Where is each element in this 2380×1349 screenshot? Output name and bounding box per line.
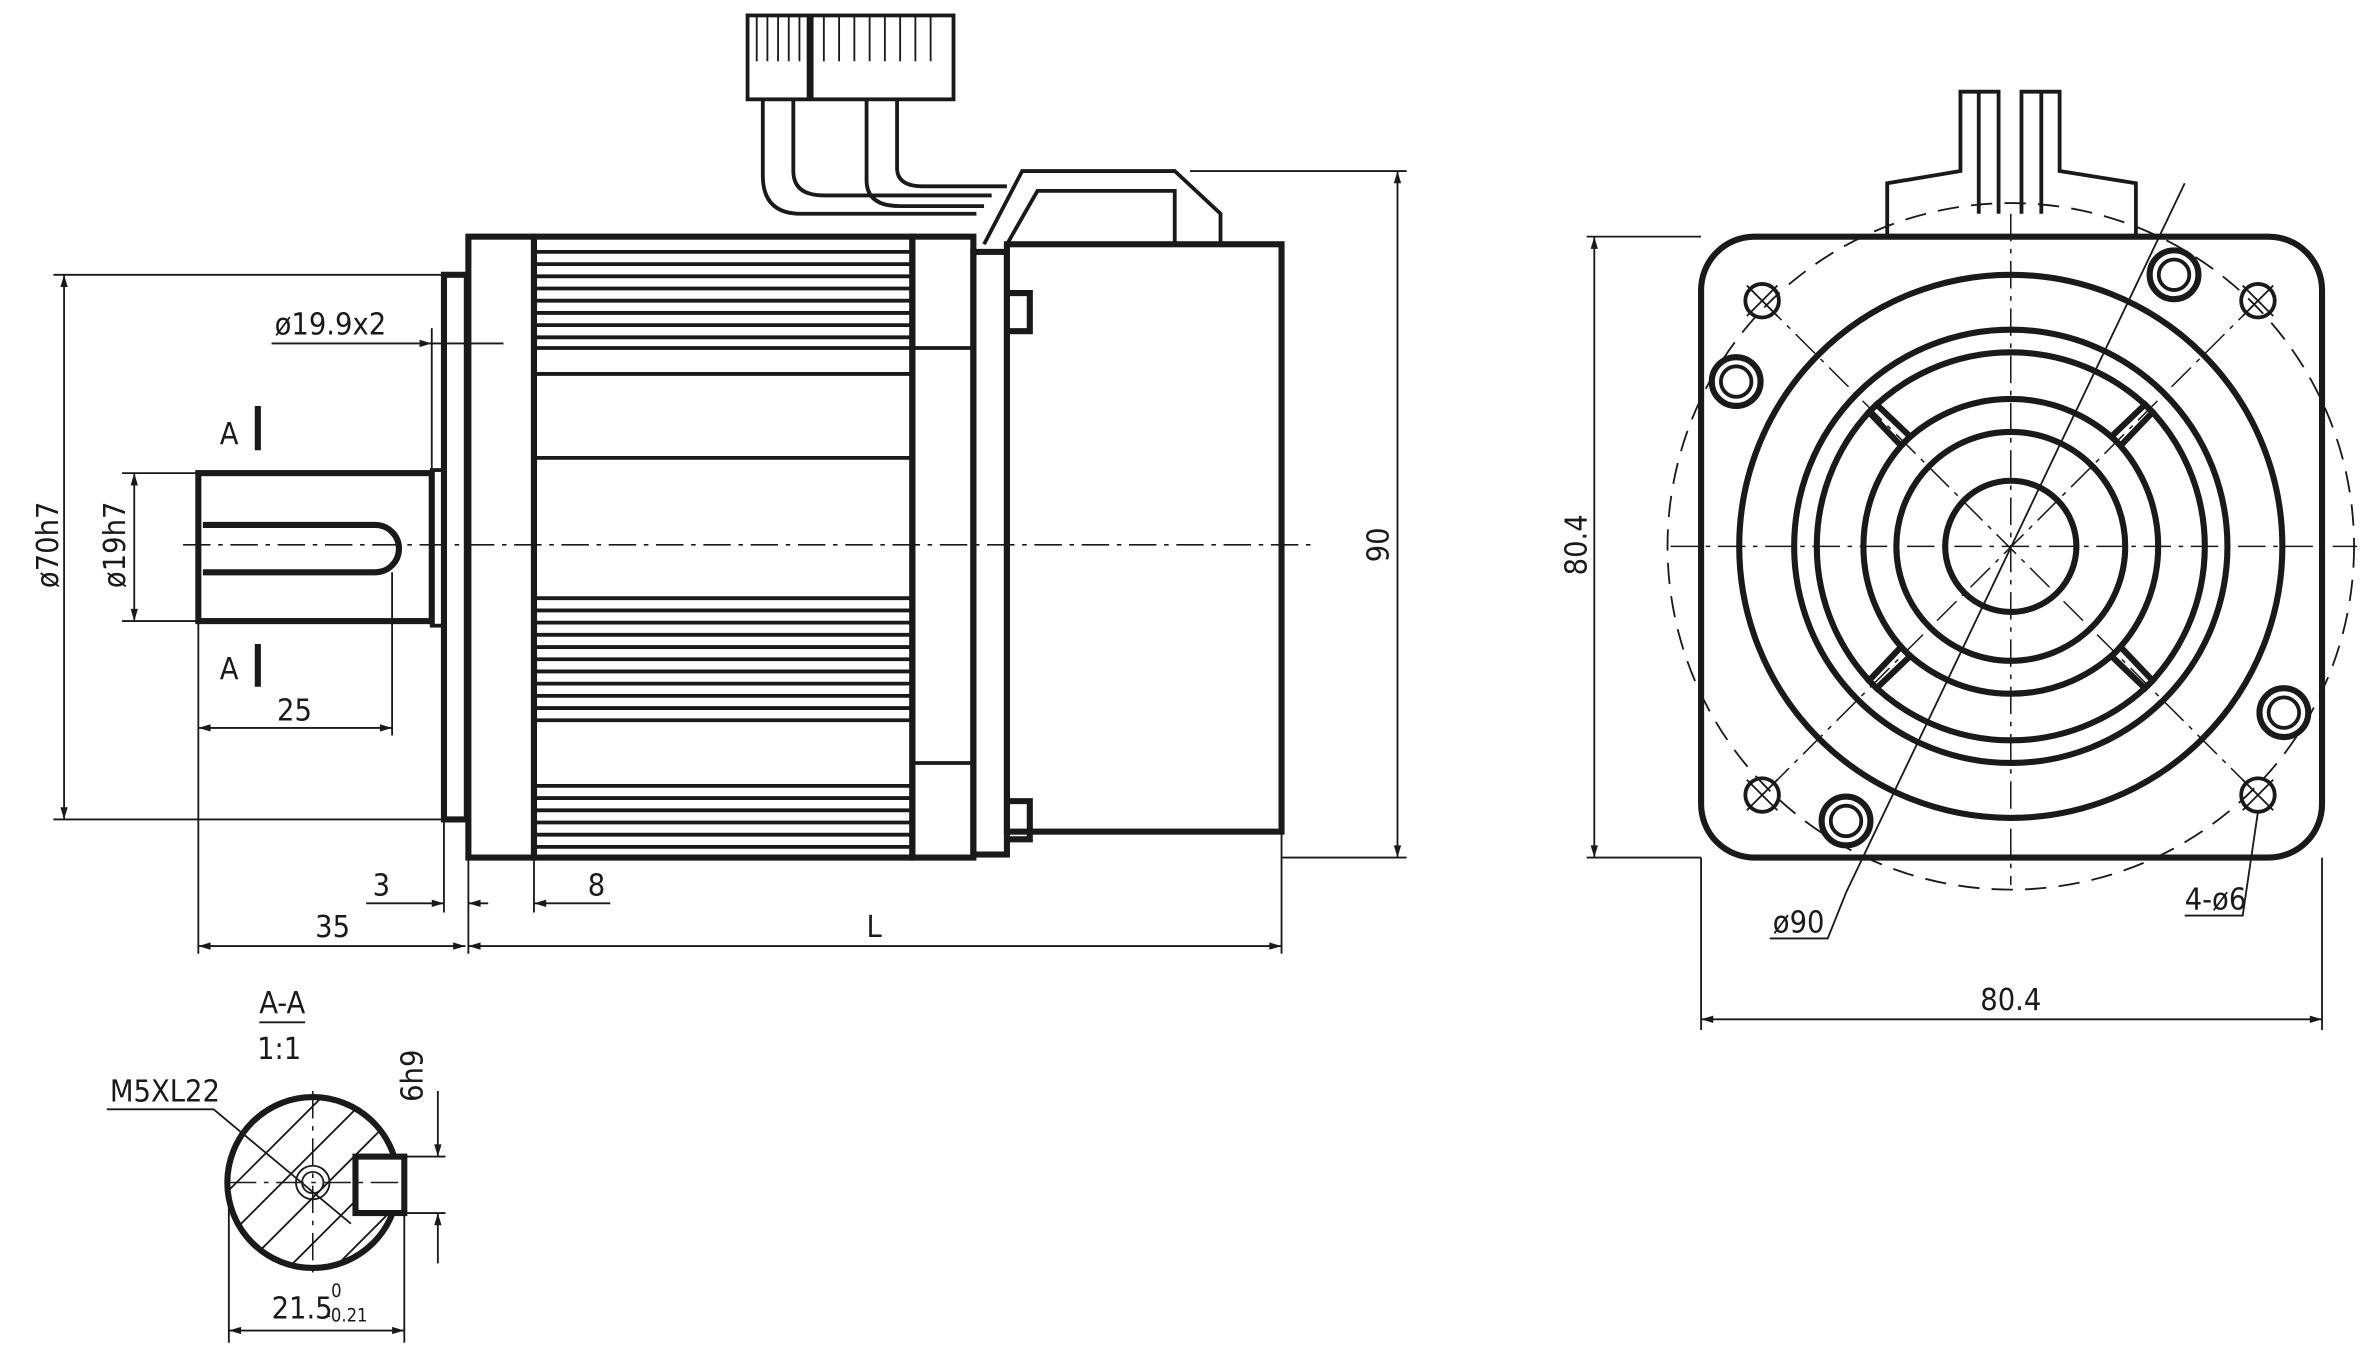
- connector-housing: [982, 169, 1223, 246]
- dim-chamfer: ø19.9x2: [275, 307, 387, 342]
- side-dimensions: [53, 170, 1407, 954]
- dim-holes: 4-ø6: [2185, 882, 2247, 917]
- front-connector: [1885, 89, 2138, 237]
- section-view: A-A 1:1 M5XL22 6h9 21.5 0 -0.21: [106, 986, 446, 1343]
- flange-pilot: [440, 271, 470, 823]
- key: [352, 1153, 408, 1217]
- cable-connectors: [745, 13, 1007, 216]
- section-mark-bottom: A: [220, 652, 239, 687]
- height-nominal: 21.5: [272, 1291, 333, 1326]
- section-title: A-A: [259, 986, 305, 1021]
- front-flange: [465, 233, 538, 861]
- dim-shaft-length: 35: [315, 910, 350, 945]
- dim-shaft-dia: ø19h7: [98, 502, 133, 589]
- dim-front-height: 80.4: [1560, 514, 1595, 575]
- dim-flange-thickness: 3: [373, 869, 390, 904]
- dim-flange-pilot: ø70h7: [31, 502, 66, 589]
- thread-label: M5XL22: [110, 1075, 220, 1110]
- side-view: A A: [31, 13, 1407, 954]
- key-width-label: 6h9: [396, 1050, 431, 1102]
- tol-upper: 0: [331, 1281, 341, 1302]
- keyway: [202, 521, 402, 576]
- dim-front-width: 80.4: [1980, 983, 2041, 1018]
- dim-bolt-circle: ø90: [1773, 905, 1825, 940]
- tol-lower: -0.21: [325, 1305, 368, 1326]
- dim-key-length: 25: [277, 693, 312, 728]
- dim-body-length: L: [867, 910, 883, 945]
- front-view: 80.4 80.4 ø90 4-ø6: [1560, 89, 2358, 1030]
- cooling-fins: [533, 249, 913, 849]
- dim-flange-step: 8: [588, 869, 605, 904]
- motor-body: [530, 233, 916, 861]
- section-scale: 1:1: [257, 1032, 301, 1067]
- front-dimensions: [1586, 182, 2323, 1030]
- window-slots: [1813, 349, 2208, 744]
- dim-height: 90: [1361, 527, 1396, 562]
- encoder-housing: [1003, 241, 1285, 835]
- section-mark-top: A: [220, 417, 239, 452]
